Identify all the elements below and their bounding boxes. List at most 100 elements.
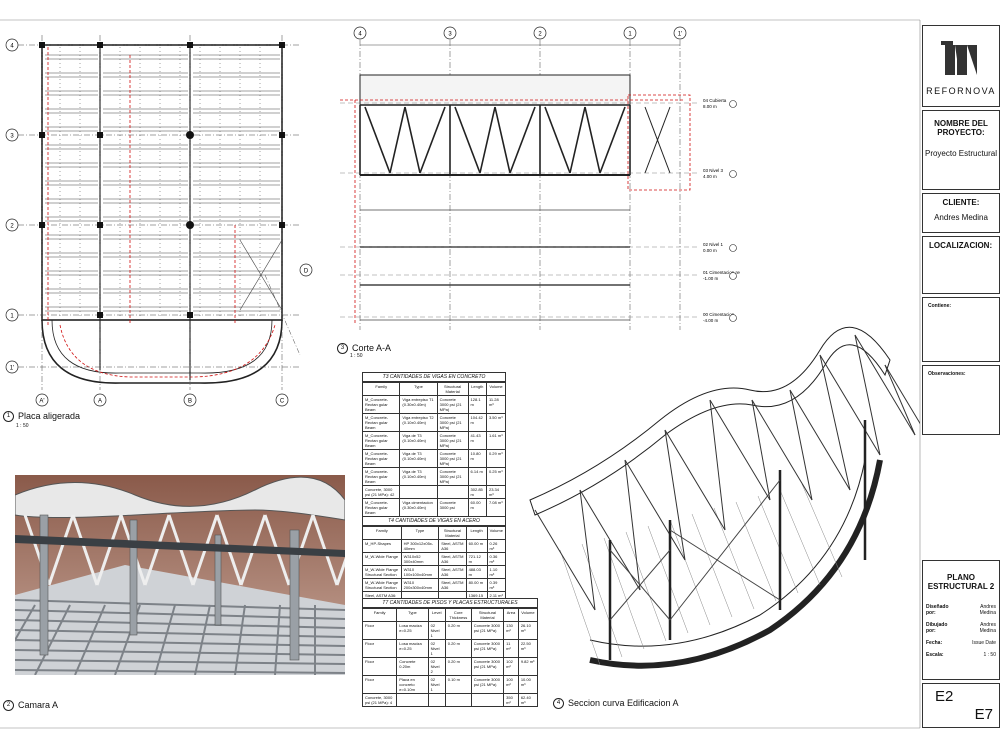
grid-bubble	[5, 128, 19, 142]
notes-label: Observaciones:	[928, 371, 966, 377]
schedule-header: Structural Material	[436, 382, 469, 396]
table-cell: Concrete 3000 psi (21 MPa)	[436, 449, 469, 468]
table-cell: 130 m²	[503, 621, 519, 640]
table-cell: 0.20 m	[444, 657, 472, 676]
scale-value: 1 : 50	[983, 652, 996, 658]
table-cell: 7.08 m³	[485, 498, 507, 517]
schedule-title: T3 CANTIDADES DE VIGAS EN CONCRETO	[362, 372, 506, 382]
table-cell: Steel, ASTM A36	[438, 539, 467, 553]
table-cell: Concrete 3000 psi (21 MPa)	[470, 621, 505, 640]
sheet-number-box: E2 E7	[922, 683, 1000, 728]
table-cell: M_Concrete-Rectan gular Beam	[361, 413, 401, 432]
schedule-header: Family	[362, 526, 402, 540]
schedule-header: Type	[396, 608, 429, 622]
level-elevation: -1.00 m	[703, 276, 719, 281]
table-cell: 350 m²	[503, 693, 519, 707]
table-cell: 0.25 m³	[485, 467, 507, 486]
grid-label: 1'	[10, 366, 14, 372]
contents-box: Contiene:	[922, 297, 1000, 362]
table-cell: 62.40 m³	[517, 693, 539, 707]
sheet-name: PLANO ESTRUCTURAL 2	[927, 573, 995, 591]
table-cell: M_W-Wide Flange Structural Section	[362, 578, 402, 592]
client-label: CLIENTE:	[942, 198, 980, 207]
schedule-header: Core Thickness	[444, 608, 472, 622]
table-cell: 0.36 m³	[486, 552, 507, 566]
table-cell: M_HP-Shapes	[362, 539, 402, 553]
table-cell: 1.61 m³	[485, 431, 507, 450]
table-cell: 02 Nivel 1	[427, 639, 446, 658]
table-cell: 1.10 m³	[486, 565, 507, 579]
table-cell: Placa en concreto e=0.10m	[396, 675, 429, 694]
table-cell: Floor	[361, 657, 398, 676]
slab-curve	[41, 319, 283, 384]
grid-bubble	[5, 360, 19, 374]
schedule-header: Family	[361, 608, 398, 622]
logo-text: REFORNOVA	[926, 86, 996, 96]
date-label: Fecha:	[926, 640, 943, 646]
table-cell: Concrete 3000 psi (21 MPa)	[470, 657, 505, 676]
schedule-header: Level	[427, 608, 446, 622]
grid-label: C	[280, 399, 285, 405]
schedule-header: Type	[400, 526, 440, 540]
table-cell: Viga de T3 (0.10x0.40m)	[399, 449, 438, 468]
table-cell: 721.12 m	[465, 552, 488, 566]
table-cell: Steel, ASTM A36	[438, 565, 467, 579]
table-cell: Floor	[361, 639, 398, 658]
table-cell: 23.34 m³	[485, 485, 507, 499]
table-cell	[436, 485, 469, 499]
grid-bubble	[673, 26, 687, 40]
drawn-label: Dibujado por:	[926, 622, 948, 634]
level-name: 04 Cubierta	[703, 98, 727, 103]
table-cell: 0.20 m	[444, 639, 472, 658]
logo-box: REFORNOVA	[922, 25, 1000, 107]
table-cell: 0.20 m	[444, 621, 472, 640]
table-cell: W310x52 300x40mm	[400, 552, 440, 566]
level-marker	[729, 314, 737, 322]
grid-bubble	[533, 26, 547, 40]
schedule-header: Area	[503, 608, 519, 622]
table-cell: Floor	[361, 621, 398, 640]
table-cell: 02 Nivel 1	[427, 675, 446, 694]
designed-label: Diseñado por:	[926, 604, 949, 616]
level-name: 00 Cimentacion	[703, 312, 735, 317]
schedule-header: Length	[465, 526, 488, 540]
table-cell: M_Concrete-Rectan gular Beam	[361, 431, 401, 450]
table-cell: 0.29 m³	[485, 449, 507, 468]
schedule-header: Structural Material	[470, 608, 505, 622]
grid-label: 4	[10, 44, 14, 50]
grid-label: 2	[538, 32, 542, 38]
table-cell: Concrete 3000 psi (21 MPa)	[436, 431, 469, 450]
camera-render	[15, 475, 345, 675]
scale-label: Escala:	[926, 652, 944, 658]
schedule-header: Family	[361, 382, 401, 396]
level-elevation: 8.00 m	[703, 104, 717, 109]
contents-label: Contiene:	[928, 303, 952, 309]
level-name: 01 Cimentacion reuse	[703, 270, 740, 275]
table-cell: M_W-Wide Flange Structural Section	[362, 565, 402, 579]
level-marker	[729, 244, 737, 252]
grid-label: 1'	[678, 32, 682, 38]
grid-label: 3	[10, 134, 14, 140]
drawn-value: Andres Medina	[979, 622, 996, 634]
table-cell: M_Concrete-Rectan gular Beam	[361, 395, 401, 414]
table-cell: Concrete 3000 psi (21 MPa)	[470, 675, 505, 694]
table-cell: 0.39 m³	[486, 578, 507, 592]
schedule-header: Length	[467, 382, 487, 396]
section-scale: 1 : 50	[350, 353, 363, 359]
table-cell	[427, 693, 446, 707]
table-cell: 128.1 m	[467, 395, 487, 414]
table-cell: 02 Nivel 1	[427, 621, 446, 640]
level-name: 03 Nivel 3	[703, 168, 724, 173]
level-elevation: 0.00 m	[703, 248, 717, 253]
plan-scale: 1 : 50	[16, 423, 29, 429]
grid-bubble	[275, 393, 289, 407]
schedule-header: Structural Material	[438, 526, 467, 540]
table-cell: Steel, ASTM A36	[438, 578, 467, 592]
table-cell: Viga de T3 (0.10x0.40m)	[399, 431, 438, 450]
